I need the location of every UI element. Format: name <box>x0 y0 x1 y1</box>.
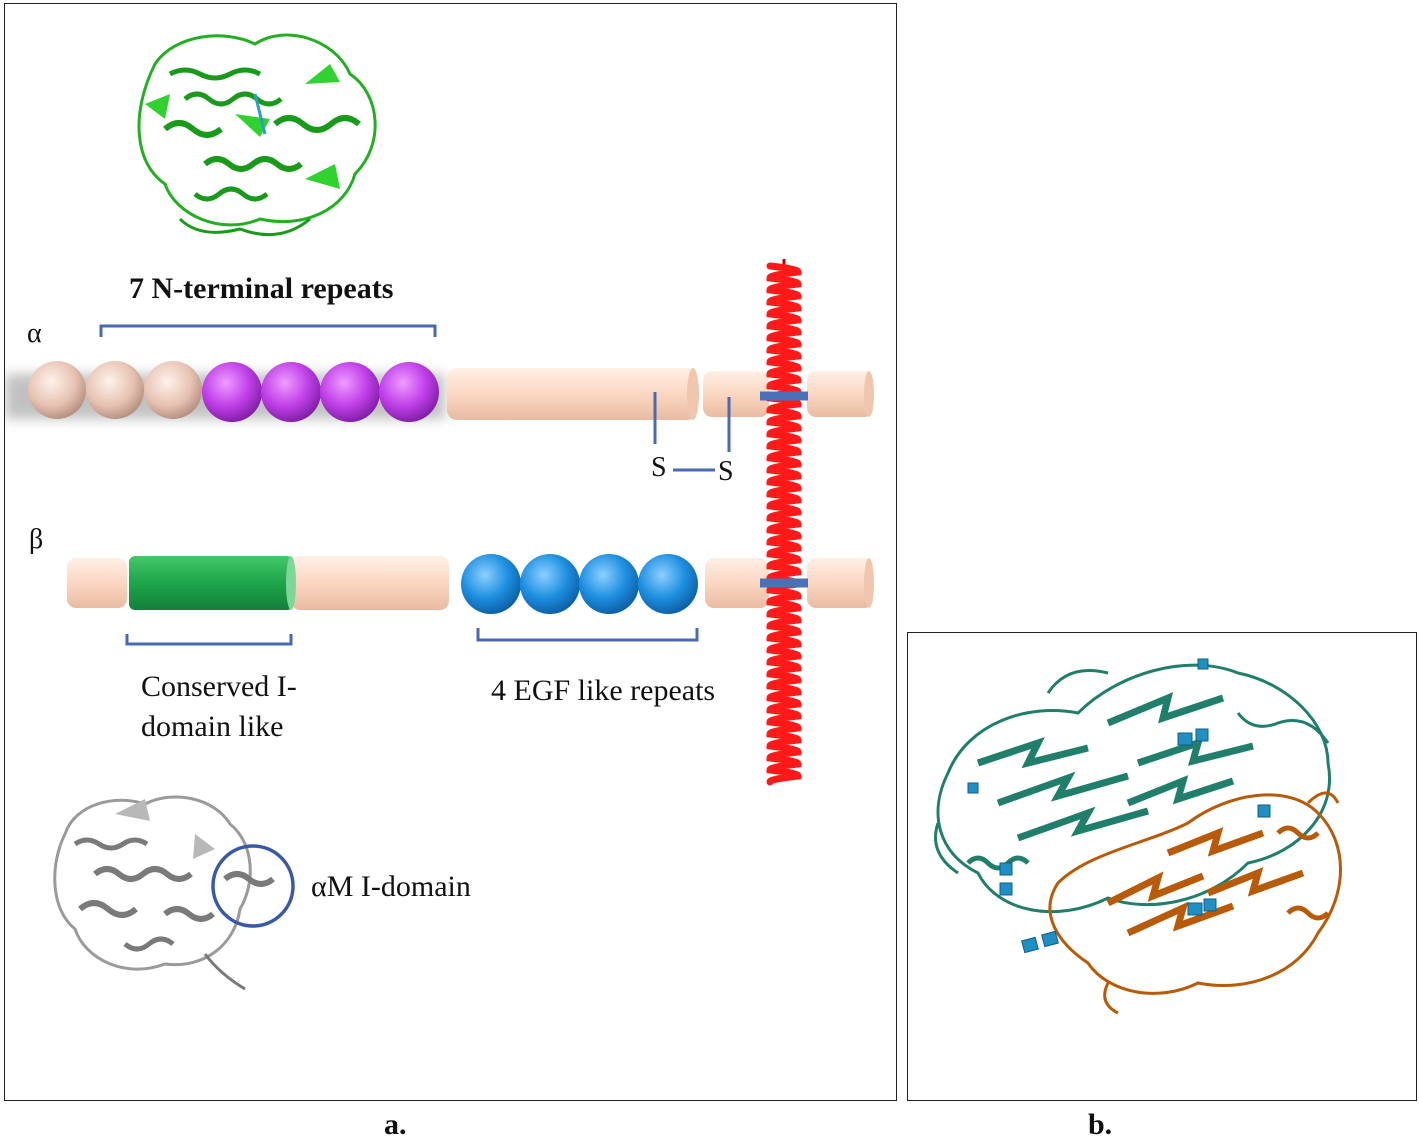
alpha-cylinder-end <box>807 371 873 417</box>
egf-label: 4 EGF like repeats <box>491 674 716 707</box>
beta-cylinder-short <box>705 558 769 608</box>
teal-protein-chain <box>934 663 1331 914</box>
beta-cylinder-end <box>807 558 873 608</box>
beta-cylinder-mid <box>291 556 449 610</box>
alpha-purple-bead <box>379 362 439 422</box>
egf-bead <box>461 554 521 614</box>
beta-conserved-i-domain <box>129 556 293 610</box>
alpha-pink-beads <box>28 361 202 419</box>
egf-bead <box>520 554 580 614</box>
alpha-cylinder-long <box>447 368 697 420</box>
panel-a-label: a. <box>384 1108 407 1141</box>
alpha-purple-beads <box>202 362 439 422</box>
ss-left-label: S <box>651 452 667 483</box>
conserved-label-line2: domain like <box>141 710 284 743</box>
ss-right-label: S <box>718 456 734 487</box>
orange-protein-chain <box>1048 791 1342 1015</box>
alpha-purple-bead <box>202 362 262 422</box>
im-domain-circle <box>211 844 295 928</box>
beta-cylinder-start <box>67 558 127 608</box>
alpha-pink-bead <box>86 361 144 419</box>
alpha-pink-bead <box>144 361 202 419</box>
alpha-pink-bead <box>28 361 86 419</box>
beta-symbol: β <box>29 524 44 555</box>
egf-bead <box>579 554 639 614</box>
panel-b-protein-structure <box>934 658 1342 1015</box>
beta-cylinders <box>67 556 874 610</box>
n-terminal-label: 7 N-terminal repeats <box>129 272 394 305</box>
glycan-markers <box>967 658 1271 954</box>
beta-egf-beads <box>461 554 698 614</box>
alpha-purple-bead <box>261 362 321 422</box>
alpha-symbol: α <box>27 318 42 349</box>
panel-a-diagram <box>5 26 874 991</box>
panel-a: 7 N-terminal repeats α β S S Conserved I… <box>4 3 897 1101</box>
alpha-purple-bead <box>320 362 380 422</box>
im-domain-label: αM I-domain <box>311 870 471 903</box>
transmembrane-helix <box>760 259 808 786</box>
panel-b <box>907 632 1417 1101</box>
conserved-label-line1: Conserved I- <box>141 670 297 703</box>
egf-bead <box>638 554 698 614</box>
green-protein-structure <box>137 26 377 237</box>
egf-bracket <box>476 628 699 642</box>
panel-b-label: b. <box>1088 1108 1113 1141</box>
disulfide-bond <box>653 392 731 472</box>
gray-protein-structure <box>53 795 275 991</box>
alpha-cylinders <box>447 368 874 420</box>
alpha-cylinder-short <box>703 371 769 417</box>
n-terminal-bracket <box>99 324 437 337</box>
conserved-bracket <box>125 634 293 646</box>
